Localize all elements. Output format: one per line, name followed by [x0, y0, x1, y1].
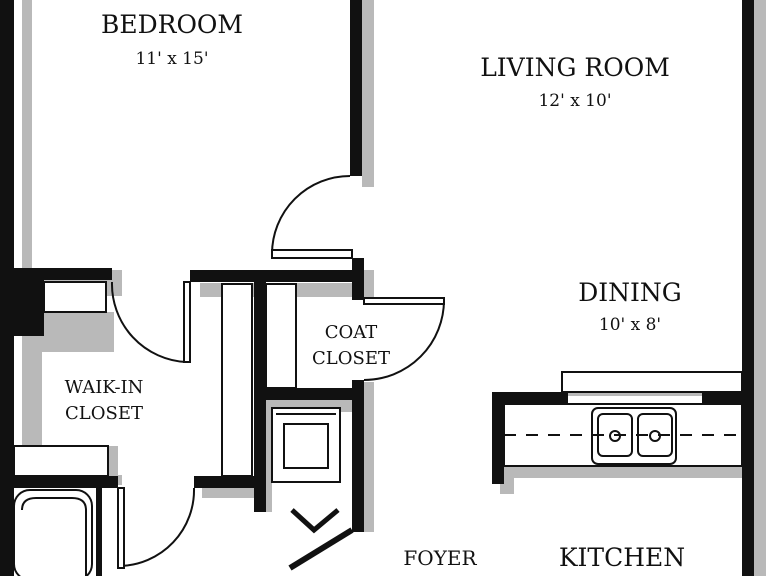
- door-leaf-living: [271, 249, 353, 259]
- entry-door: [288, 527, 354, 571]
- labels: BEDROOM 11' x 15' LIVING ROOM 12' x 10' …: [65, 10, 686, 572]
- door-swing-walkin: [110, 281, 187, 363]
- foyer-name: FOYER: [403, 546, 477, 570]
- closet-shelf-top: [43, 281, 107, 313]
- coat-closet-line1: COAT: [325, 322, 378, 343]
- coat-closet-line2: CLOSET: [312, 348, 390, 369]
- closet-column: [221, 283, 253, 477]
- dining-dims: 10' x 8': [599, 315, 661, 335]
- kitchen-name: KITCHEN: [559, 543, 685, 572]
- door-swing-bath: [119, 487, 196, 567]
- living-room-name: LIVING ROOM: [480, 53, 670, 82]
- door-leaf-coat: [363, 297, 445, 305]
- living-room-dims: 12' x 10': [538, 91, 611, 111]
- door-swing-coat: [363, 299, 445, 381]
- walkin-closet-line2: CLOSET: [65, 403, 143, 424]
- door-swing-living: [271, 175, 351, 255]
- bedroom-name: BEDROOM: [101, 10, 243, 39]
- walkin-closet-line1: WAIK-IN: [65, 377, 144, 398]
- closet-column-2: [265, 283, 297, 389]
- bifold-door: [290, 508, 340, 534]
- doors: [110, 175, 445, 571]
- bedroom-dims: 11' x 15': [135, 49, 208, 69]
- dining-name: DINING: [578, 278, 682, 307]
- bath-counter: [13, 445, 109, 477]
- counter-backsplash: [561, 371, 743, 393]
- door-leaf-bath: [117, 487, 125, 569]
- bathtub: [13, 489, 93, 576]
- door-leaf-walkin: [183, 281, 191, 363]
- fixtures: [13, 281, 743, 576]
